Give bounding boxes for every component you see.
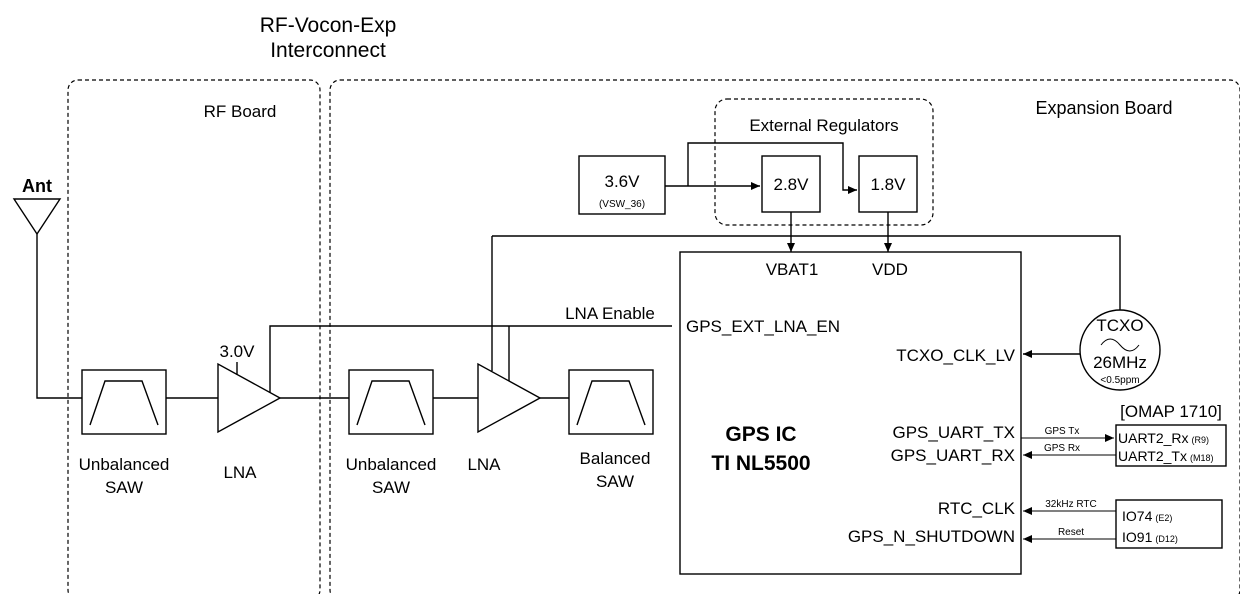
lna-enable-wire [269,325,672,393]
rtc-label: 32kHz RTC [1045,499,1097,510]
gps-tx-label: GPS Tx [1045,426,1080,437]
omap-io-box [1115,499,1223,549]
saw2-box [348,369,434,435]
lna1-label: LNA [223,463,257,482]
saw1-label-line2: SAW [105,478,143,497]
reg-1v8-label: 1.8V [871,175,907,194]
pin-gps-n-shutdown: GPS_N_SHUTDOWN [848,527,1015,546]
title-line2: Interconnect [270,39,386,62]
omap-uart-tx: UART2_Tx(M18) [1118,448,1214,464]
source-3v6-box [578,155,666,215]
tcxo-circle [1079,309,1161,391]
tcxo-name: TCXO [1096,316,1143,335]
lna1-triangle [217,362,282,434]
gps-ic-name: GPS IC [725,423,796,446]
saw3-label-line2: SAW [596,472,634,491]
expansion-board-label: Expansion Board [1035,98,1172,118]
saw3-box [568,369,654,435]
gps-ic-part: TI NL5500 [711,452,810,475]
saw2-label-line2: SAW [372,478,410,497]
tcxo-stability: <0.5ppm [1100,375,1139,386]
tcxo-frequency: 26MHz [1093,353,1147,372]
gps-ic-box [679,251,1022,575]
saw3-label-line1: Balanced [580,449,651,468]
external-regulators-label: External Regulators [749,116,898,135]
source-3v6-label: 3.6V [605,172,641,191]
sine-wave-icon [1100,338,1140,352]
reset-label: Reset [1058,527,1084,538]
pin-vbat1: VBAT1 [766,260,819,279]
reg-1v8-box [858,155,918,213]
saw1-filter-icon [89,380,159,426]
source-3v6-sublabel: (VSW_36) [599,199,645,210]
lna2-label: LNA [467,455,501,474]
reg-2v8-label: 2.8V [774,175,810,194]
omap-uart-rx: UART2_Rx(R9) [1118,430,1209,446]
wire-3v6-to-1v8 [687,142,857,194]
pin-gps-ext-lna-en: GPS_EXT_LNA_EN [686,317,840,336]
wire-2v8-rail [492,235,1121,310]
rf-board-label: RF Board [204,102,277,121]
saw2-label-line1: Unbalanced [346,455,437,474]
pin-gps-uart-rx: GPS_UART_RX [891,446,1015,465]
title-line1: RF-Vocon-Exp [260,14,397,37]
expansion-board-region [329,79,1240,594]
external-regulators-region [714,98,934,226]
antenna-feed-wire [36,234,82,399]
antenna-icon [12,198,62,236]
lna-enable-label: LNA Enable [565,304,655,323]
pin-gps-uart-tx: GPS_UART_TX [892,423,1015,442]
saw1-label-line1: Unbalanced [79,455,170,474]
saw3-filter-icon [576,380,646,426]
gps-rx-label: GPS Rx [1044,443,1080,454]
omap-uart-box [1115,424,1227,467]
antenna-label: Ant [22,176,52,196]
pin-rtc-clk: RTC_CLK [938,499,1016,518]
omap-io74: IO74(E2) [1122,508,1172,524]
pin-tcxo-clk-lv: TCXO_CLK_LV [896,346,1015,365]
omap-io91: IO91(D12) [1122,529,1178,545]
saw1-box [81,369,167,435]
pin-vdd: VDD [872,260,908,279]
rf-board-region [67,79,321,594]
omap-title: [OMAP 1710] [1120,402,1222,421]
saw2-filter-icon [356,380,426,426]
lna1-supply-label: 3.0V [220,342,256,361]
